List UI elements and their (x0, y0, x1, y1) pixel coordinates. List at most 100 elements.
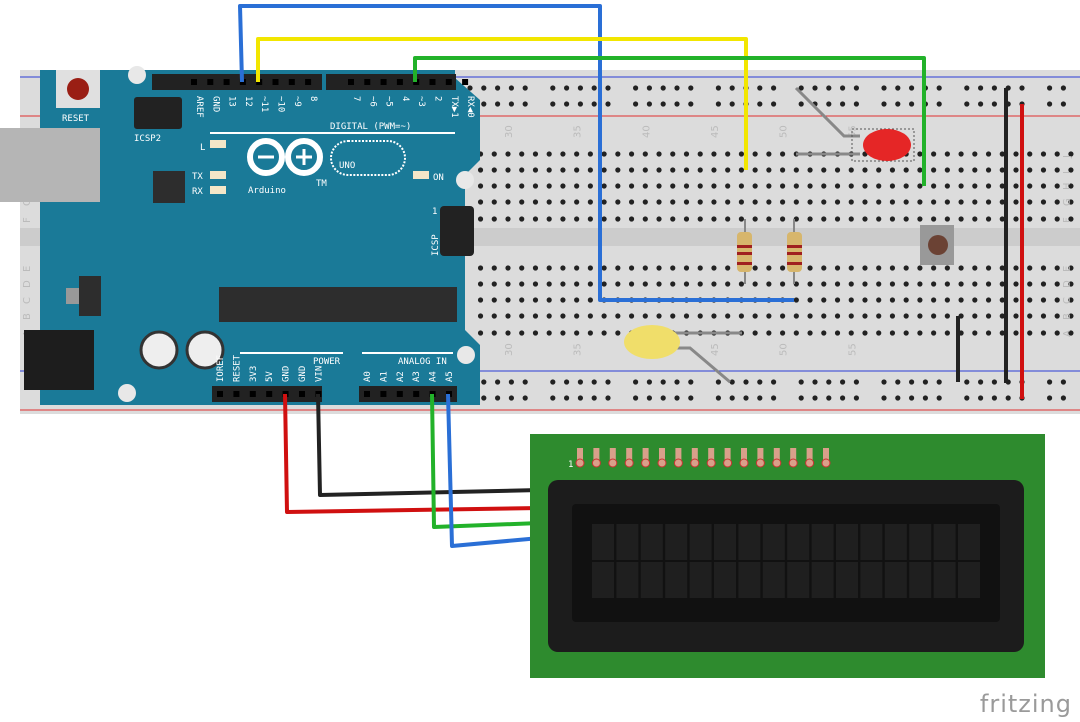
breadboard-hole[interactable] (711, 265, 717, 271)
breadboard-hole[interactable] (505, 199, 511, 205)
rail-hole[interactable] (508, 85, 514, 91)
lcd-pin-pad[interactable] (591, 458, 601, 468)
breadboard-hole[interactable] (766, 216, 772, 222)
rail-hole[interactable] (646, 85, 653, 91)
breadboard-hole[interactable] (999, 183, 1005, 189)
breadboard-hole[interactable] (1054, 313, 1060, 319)
breadboard-hole[interactable] (999, 330, 1005, 336)
breadboard-hole[interactable] (889, 183, 896, 189)
breadboard-hole[interactable] (903, 183, 909, 189)
breadboard-hole[interactable] (931, 183, 937, 189)
breadboard-hole[interactable] (1040, 183, 1047, 189)
breadboard-hole[interactable] (574, 199, 580, 205)
rail-hole[interactable] (922, 395, 929, 401)
breadboard-hole[interactable] (999, 151, 1005, 157)
breadboard-hole[interactable] (546, 313, 552, 319)
header-pin[interactable] (233, 391, 240, 397)
breadboard-hole[interactable] (917, 216, 923, 222)
breadboard-hole[interactable] (807, 297, 813, 303)
breadboard-hole[interactable] (752, 313, 758, 319)
rail-hole[interactable] (481, 101, 487, 107)
breadboard-hole[interactable] (780, 167, 786, 173)
breadboard-hole[interactable] (505, 216, 511, 222)
breadboard-hole[interactable] (670, 281, 676, 287)
rail-hole[interactable] (826, 395, 832, 401)
breadboard-hole[interactable] (656, 167, 662, 173)
breadboard-hole[interactable] (834, 330, 841, 336)
breadboard-hole[interactable] (1013, 183, 1019, 189)
breadboard-hole[interactable] (519, 151, 525, 157)
breadboard-hole[interactable] (876, 167, 882, 173)
rail-hole[interactable] (1060, 395, 1066, 401)
breadboard-hole[interactable] (780, 199, 786, 205)
breadboard-hole[interactable] (903, 297, 909, 303)
breadboard-hole[interactable] (656, 281, 662, 287)
breadboard-hole[interactable] (574, 281, 580, 287)
breadboard-hole[interactable] (546, 330, 552, 336)
rail-hole[interactable] (812, 395, 818, 401)
breadboard-hole[interactable] (834, 297, 841, 303)
breadboard-hole[interactable] (587, 199, 593, 205)
breadboard-hole[interactable] (931, 330, 937, 336)
rail-hole[interactable] (660, 395, 666, 401)
breadboard-hole[interactable] (848, 167, 854, 173)
breadboard-hole[interactable] (587, 330, 593, 336)
rail-hole[interactable] (881, 395, 887, 401)
rail-hole[interactable] (508, 395, 514, 401)
breadboard-hole[interactable] (889, 313, 896, 319)
breadboard-hole[interactable] (546, 151, 552, 157)
breadboard-hole[interactable] (670, 167, 676, 173)
breadboard-hole[interactable] (931, 216, 937, 222)
breadboard-hole[interactable] (697, 199, 703, 205)
breadboard-hole[interactable] (931, 167, 937, 173)
breadboard-hole[interactable] (1013, 281, 1019, 287)
breadboard-hole[interactable] (876, 330, 882, 336)
lcd-pin-pad[interactable] (608, 458, 618, 468)
breadboard-hole[interactable] (519, 167, 525, 173)
rail-hole[interactable] (757, 395, 763, 401)
breadboard-hole[interactable] (683, 199, 690, 205)
breadboard-hole[interactable] (903, 216, 909, 222)
breadboard-hole[interactable] (766, 183, 772, 189)
breadboard-hole[interactable] (532, 167, 539, 173)
breadboard-hole[interactable] (546, 216, 552, 222)
breadboard-hole[interactable] (532, 199, 539, 205)
breadboard-hole[interactable] (683, 167, 690, 173)
header-pin[interactable] (239, 79, 246, 85)
breadboard-hole[interactable] (615, 216, 621, 222)
breadboard-hole[interactable] (1040, 281, 1047, 287)
breadboard-hole[interactable] (642, 167, 648, 173)
rail-hole[interactable] (633, 395, 639, 401)
header-pin[interactable] (288, 79, 295, 85)
breadboard-hole[interactable] (780, 183, 786, 189)
breadboard-hole[interactable] (670, 199, 676, 205)
breadboard-hole[interactable] (821, 281, 827, 287)
breadboard-hole[interactable] (766, 151, 772, 157)
rail-hole[interactable] (853, 101, 860, 107)
breadboard-hole[interactable] (1068, 281, 1074, 287)
breadboard-hole[interactable] (793, 330, 799, 336)
rail-hole[interactable] (771, 379, 777, 385)
rail-hole[interactable] (605, 379, 611, 385)
rail-hole[interactable] (936, 379, 942, 385)
rail-hole[interactable] (591, 85, 597, 91)
lcd-pin-pad[interactable] (805, 458, 815, 468)
rail-hole[interactable] (771, 101, 777, 107)
rail-hole[interactable] (1047, 379, 1053, 385)
breadboard-hole[interactable] (560, 297, 566, 303)
rail-hole[interactable] (660, 101, 666, 107)
breadboard-hole[interactable] (477, 330, 484, 336)
breadboard-hole[interactable] (766, 281, 772, 287)
rail-hole[interactable] (729, 395, 735, 401)
breadboard-hole[interactable] (917, 330, 923, 336)
breadboard-hole[interactable] (532, 265, 539, 271)
breadboard-hole[interactable] (532, 151, 539, 157)
breadboard-hole[interactable] (834, 313, 841, 319)
breadboard-hole[interactable] (889, 281, 896, 287)
lcd-pin-pad[interactable] (788, 458, 798, 468)
breadboard-hole[interactable] (670, 313, 676, 319)
breadboard-hole[interactable] (848, 199, 854, 205)
rail-hole[interactable] (840, 395, 846, 401)
breadboard-hole[interactable] (683, 265, 690, 271)
header-pin[interactable] (207, 79, 214, 85)
